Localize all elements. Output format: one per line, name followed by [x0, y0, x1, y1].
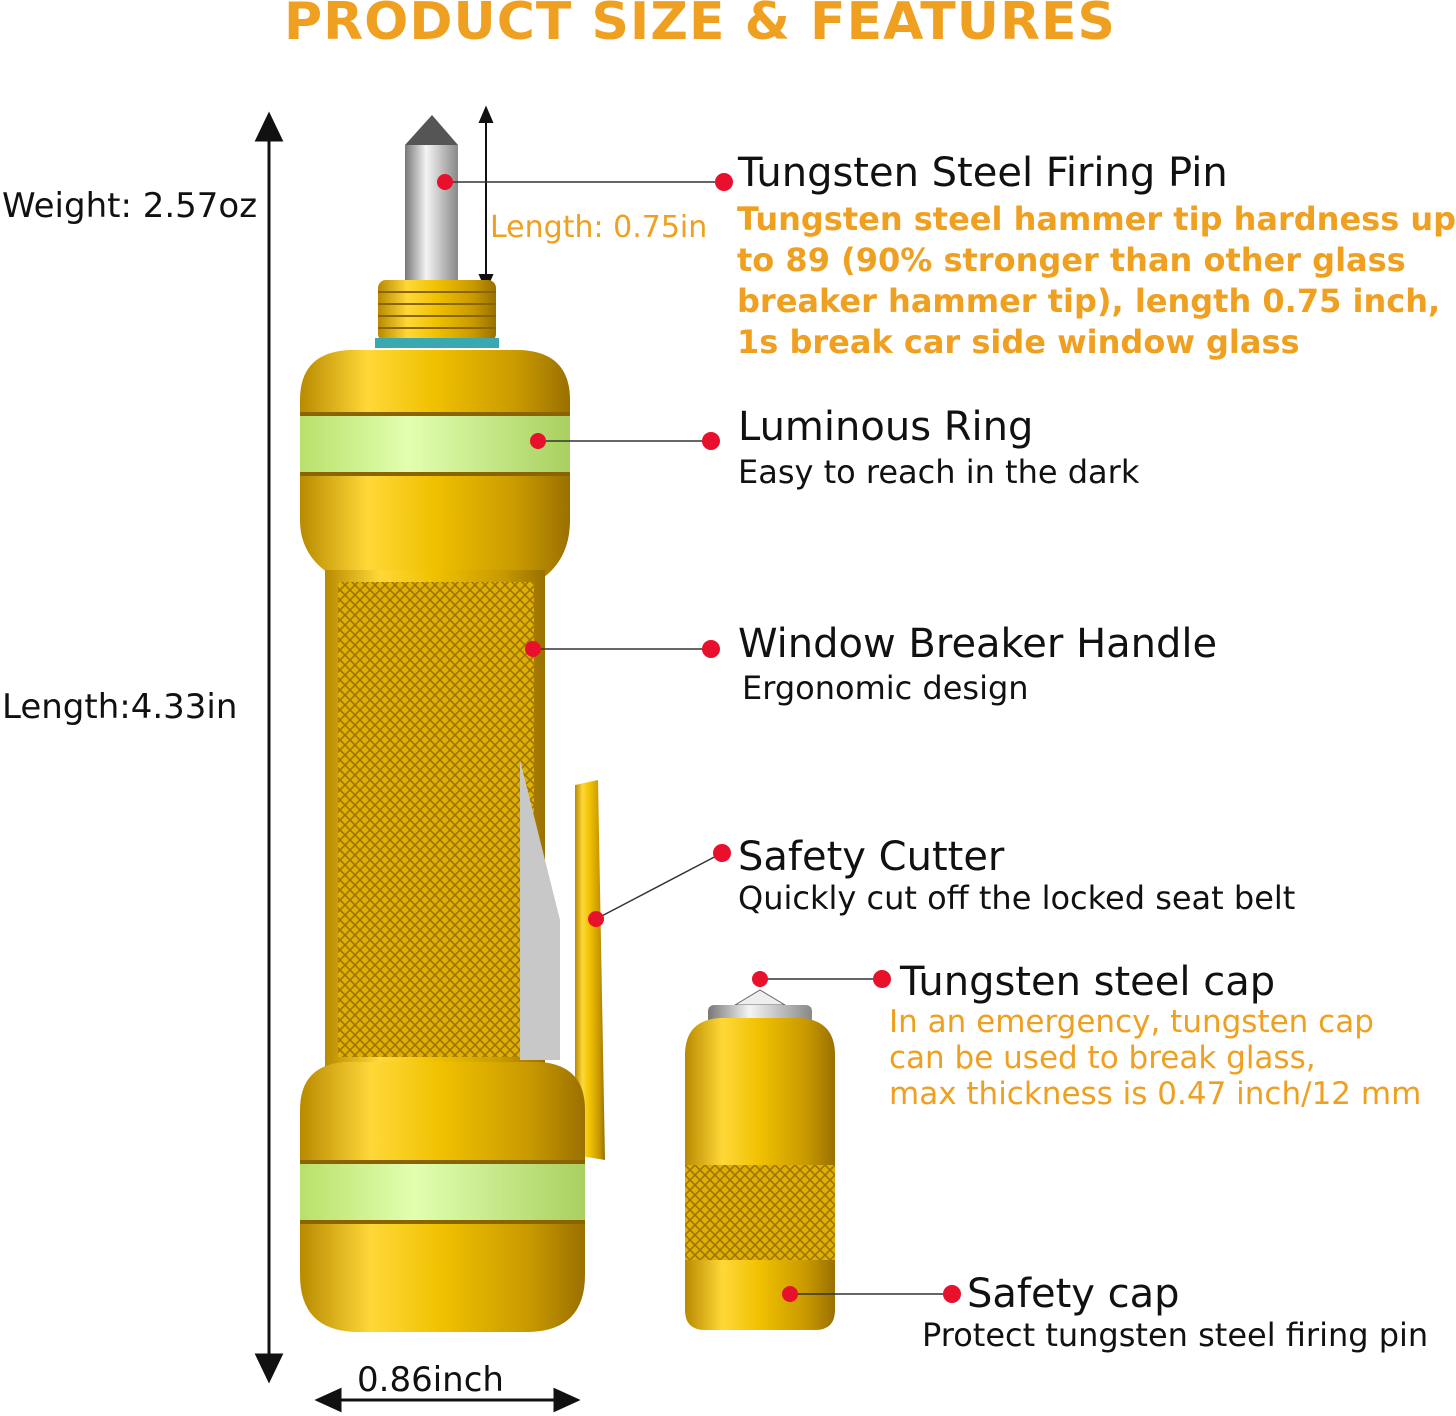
steel-cap-line: In an emergency, tungsten cap	[889, 1004, 1374, 1040]
safety-cap-title: Safety cap	[967, 1271, 1180, 1317]
firing-pin-title: Tungsten Steel Firing Pin	[738, 150, 1228, 196]
pin-length-arrow	[478, 105, 494, 292]
cutter-description: Quickly cut off the locked seat belt	[738, 879, 1296, 917]
length-arrow	[254, 111, 284, 1384]
callout-dots	[437, 173, 961, 1303]
firing-pin-line: 1s break car side window glass	[737, 323, 1300, 361]
page-title: PRODUCT SIZE & FEATURES	[283, 0, 1117, 52]
weight-label: Weight: 2.57oz	[2, 186, 258, 226]
luminous-ring-description: Easy to reach in the dark	[738, 453, 1140, 491]
steel-cap-line: can be used to break glass,	[889, 1040, 1316, 1076]
handle-title: Window Breaker Handle	[738, 621, 1218, 667]
width-label: 0.86inch	[357, 1360, 504, 1400]
handle-description: Ergonomic design	[742, 669, 1029, 707]
safety-cap-description: Protect tungsten steel firing pin	[922, 1316, 1429, 1354]
luminous-ring-title: Luminous Ring	[738, 404, 1034, 450]
firing-pin-description: Tungsten steel hammer tip hardness up to…	[737, 199, 1456, 363]
firing-pin-line: breaker hammer tip), length 0.75 inch,	[737, 282, 1441, 320]
steel-cap-title: Tungsten steel cap	[900, 959, 1276, 1005]
pin-length-label: Length: 0.75in	[490, 210, 708, 245]
length-label: Length:4.33in	[2, 687, 238, 727]
width-arrow	[314, 1387, 581, 1413]
steel-cap-line: max thickness is 0.47 inch/12 mm	[889, 1076, 1422, 1112]
cutter-title: Safety Cutter	[738, 834, 1005, 880]
steel-cap-description: In an emergency, tungsten cap can be use…	[889, 1004, 1421, 1112]
firing-pin-line: Tungsten steel hammer tip hardness up	[737, 200, 1456, 238]
firing-pin-line: to 89 (90% stronger than other glass	[737, 241, 1406, 279]
